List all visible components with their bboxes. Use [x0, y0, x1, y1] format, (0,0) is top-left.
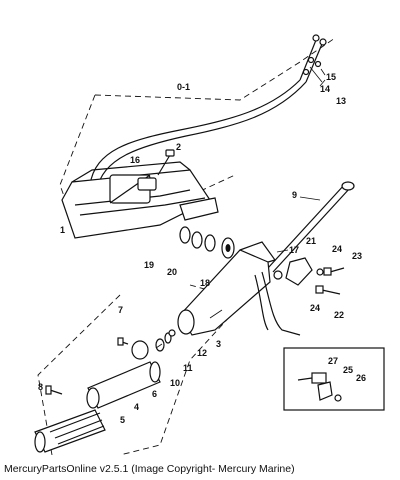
callout-11: 11 — [183, 363, 193, 373]
inset-box — [283, 347, 385, 411]
callout-24-upper: 24 — [332, 244, 342, 254]
callout-9: 9 — [292, 190, 297, 200]
dashed-outline-handle — [37, 284, 246, 455]
throttle-grip — [34, 329, 176, 453]
callout-25: 25 — [343, 365, 353, 375]
callout-8: 8 — [38, 382, 43, 392]
callout-4: 4 — [134, 402, 139, 412]
callout-2: 2 — [176, 142, 181, 152]
parts-diagram: 0-1 1 2 3 4 5 6 7 8 9 10 11 12 13 14 15 … — [34, 34, 385, 455]
callout-27: 27 — [328, 356, 338, 366]
callout-23: 23 — [352, 251, 362, 261]
copyright-footer: MercuryPartsOnline v2.5.1 (Image Copyrig… — [4, 463, 295, 475]
callout-12: 12 — [197, 348, 207, 358]
callout-26: 26 — [356, 373, 366, 383]
callout-15: 15 — [326, 72, 336, 82]
callout-16: 16 — [130, 155, 140, 165]
leader-lines — [155, 66, 326, 349]
washer-stack — [179, 226, 235, 259]
clip-16 — [137, 177, 157, 191]
callout-14: 14 — [320, 84, 330, 94]
callout-17: 17 — [289, 245, 299, 255]
callout-18: 18 — [200, 278, 210, 288]
callout-7: 7 — [118, 305, 123, 315]
callout-19-left: 19 — [144, 260, 154, 270]
callout-5: 5 — [120, 415, 125, 425]
bolt-2 — [157, 149, 175, 176]
callout-1: 1 — [60, 225, 65, 235]
callout-10: 10 — [170, 378, 180, 388]
callout-3: 3 — [216, 339, 221, 349]
mounting-bracket — [61, 161, 219, 239]
assembly-label: 0-1 — [177, 82, 190, 92]
callout-6: 6 — [152, 389, 157, 399]
tiller-arm — [177, 241, 301, 336]
callout-22: 22 — [334, 310, 344, 320]
callout-21: 21 — [306, 236, 316, 246]
stop-switch-rod — [267, 181, 355, 273]
callout-24-lower: 24 — [310, 303, 320, 313]
throttle-cables — [87, 34, 327, 229]
throttle-bracket — [273, 257, 345, 295]
callout-20: 20 — [167, 267, 177, 277]
callout-13: 13 — [336, 96, 346, 106]
